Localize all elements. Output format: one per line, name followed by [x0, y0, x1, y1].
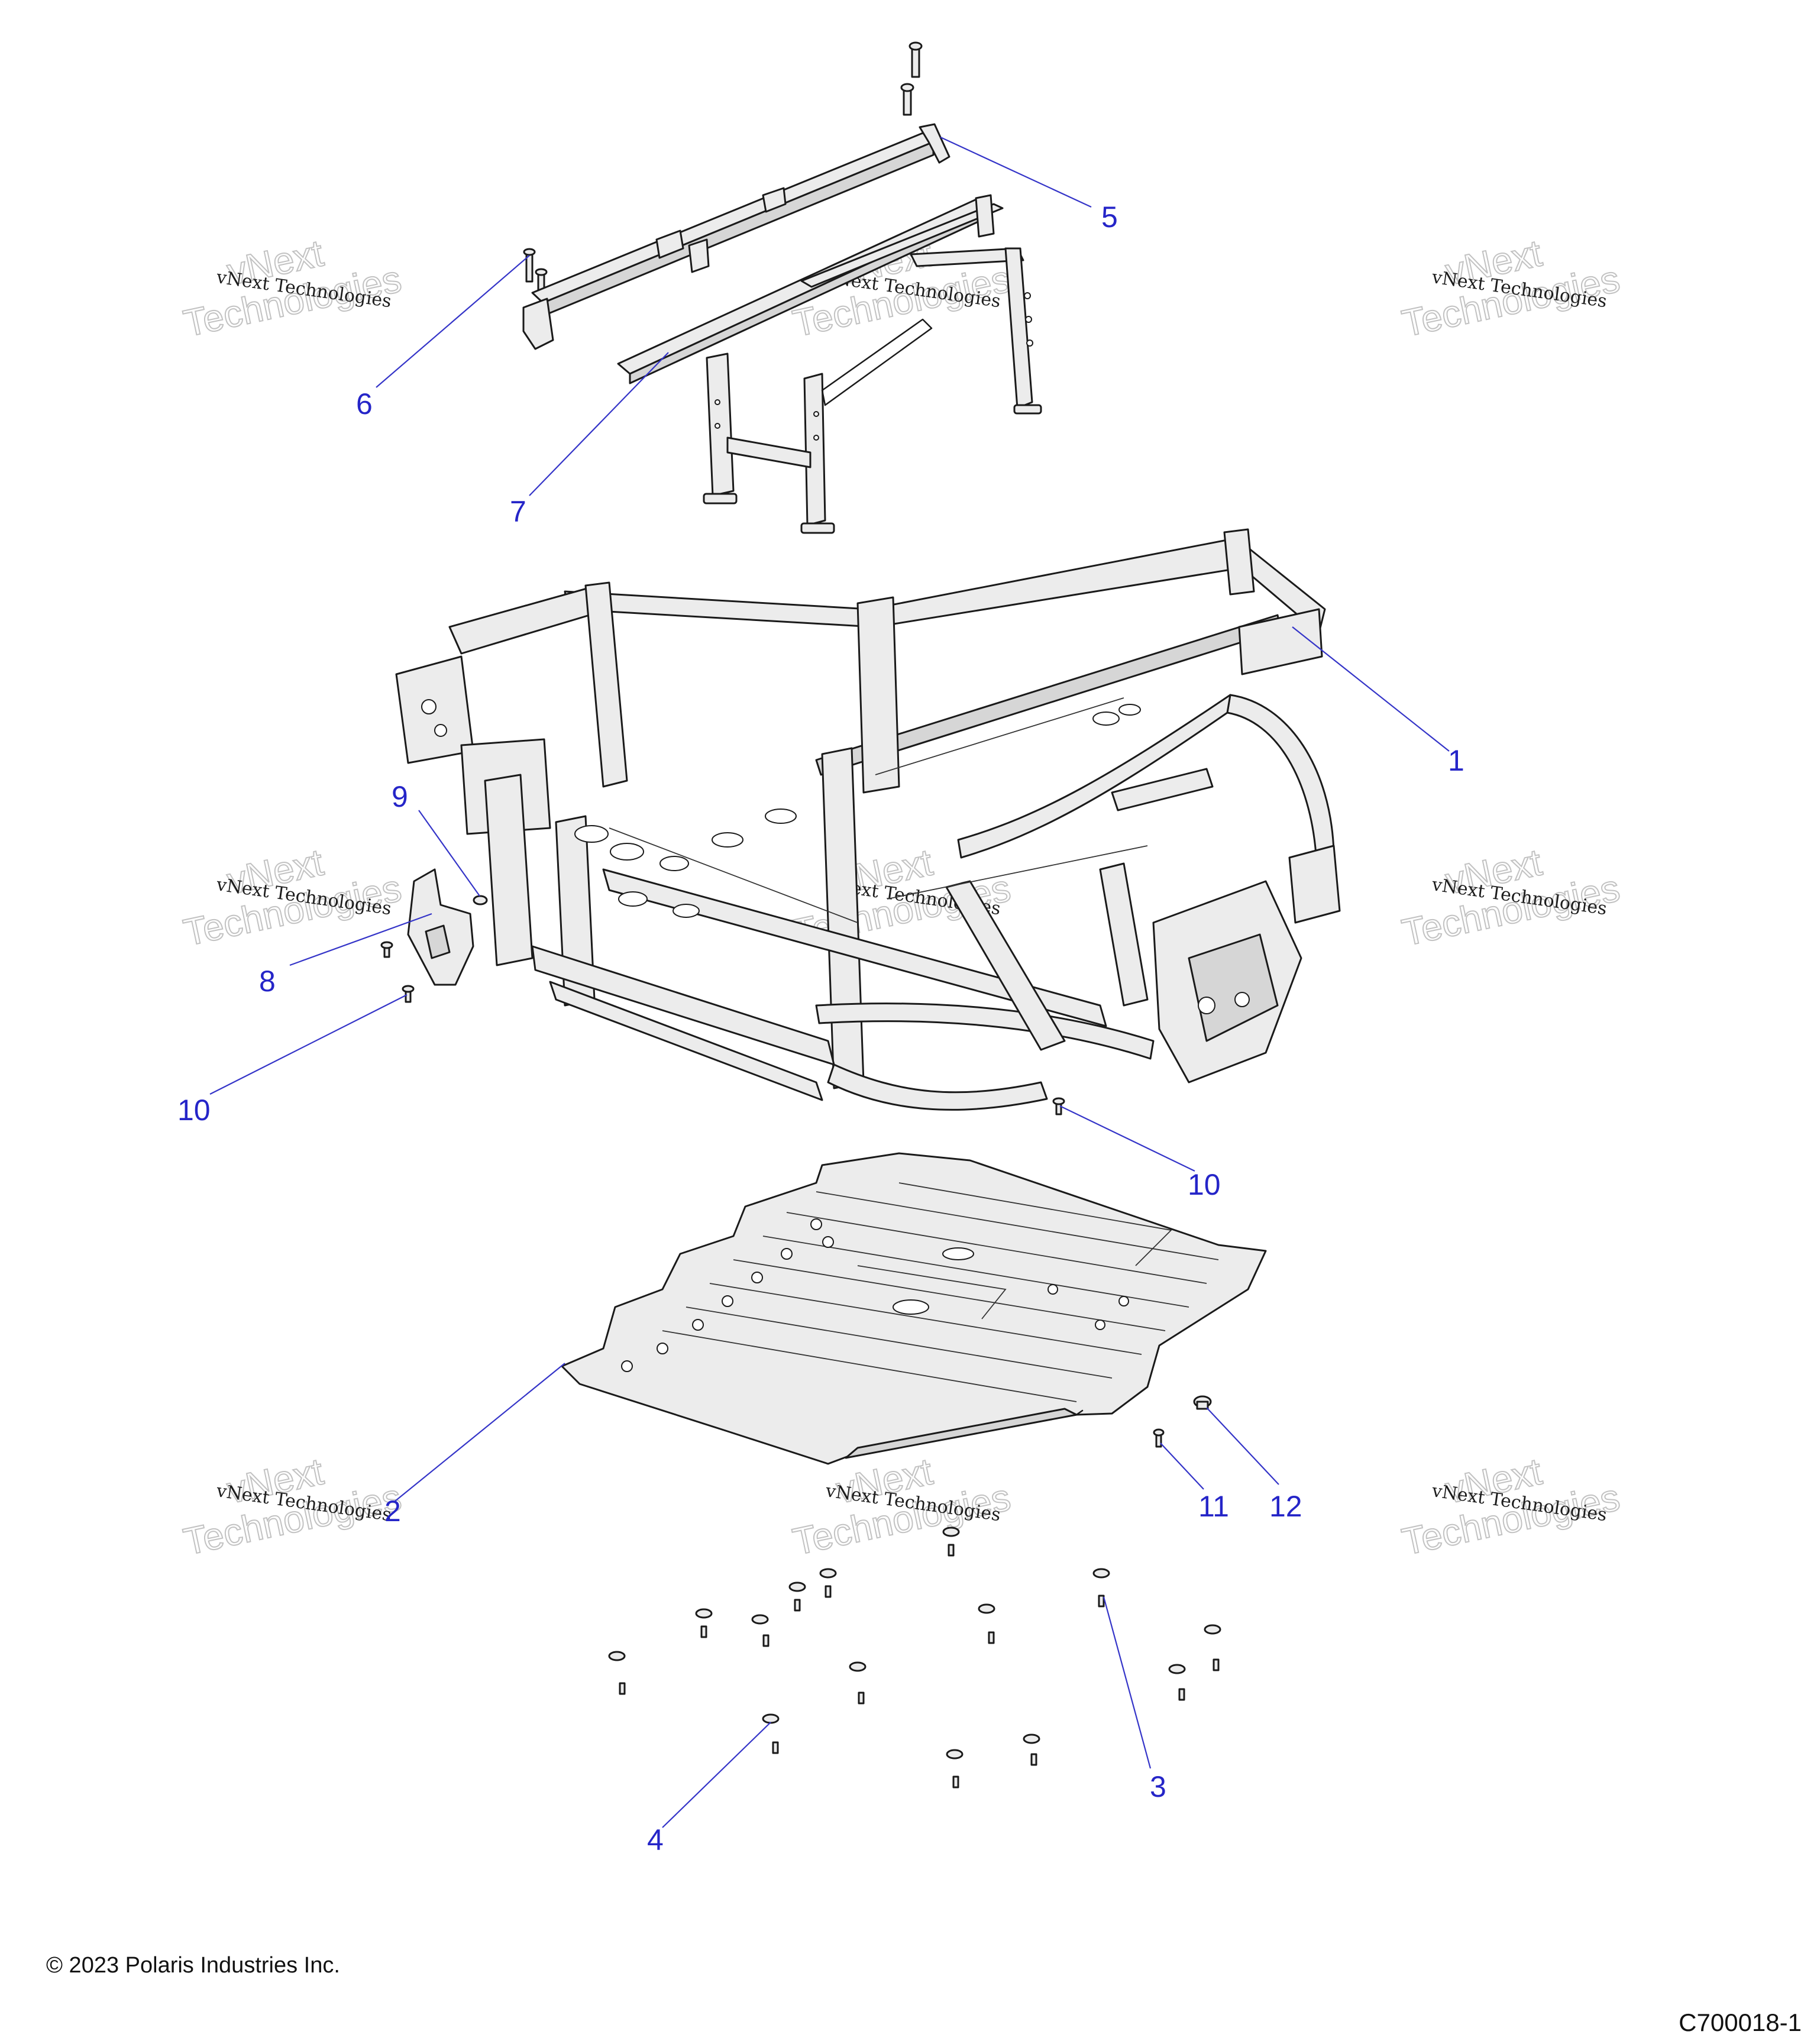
part-9-nut[interactable] — [473, 895, 488, 905]
part-8-bracket[interactable] — [407, 868, 474, 986]
leader-8 — [289, 913, 432, 966]
leader-7 — [529, 352, 669, 496]
callout-11[interactable]: 11 — [1198, 1490, 1229, 1523]
leader-9 — [418, 810, 480, 897]
drawing-id: C700018-1 — [1679, 2009, 1802, 2036]
fastener-pair — [978, 1603, 995, 1644]
frame-floor-holes — [421, 699, 1250, 1014]
callout-12[interactable]: 12 — [1269, 1490, 1302, 1523]
leader-11 — [1160, 1443, 1204, 1490]
part-10-screw-left[interactable] — [402, 985, 415, 1003]
callout-2[interactable]: 2 — [384, 1495, 401, 1528]
fastener-pair — [942, 1526, 960, 1557]
callout-6[interactable]: 6 — [356, 387, 373, 421]
skid-plate-holes — [621, 1218, 1129, 1372]
part-5-bolts[interactable] — [900, 41, 923, 116]
part-1-main-frame[interactable] — [395, 528, 1341, 1111]
part-10-screw-left-b[interactable] — [380, 941, 393, 958]
leader-10b — [1059, 1105, 1195, 1172]
fastener-pair — [1168, 1664, 1186, 1701]
leader-12 — [1206, 1407, 1279, 1485]
callout-1[interactable]: 1 — [1448, 744, 1464, 777]
leader-3 — [1103, 1596, 1152, 1769]
part-5-upper-cross-tube[interactable] — [522, 123, 950, 350]
copyright-text: © 2023 Polaris Industries Inc. — [46, 1953, 340, 1978]
leader-2 — [395, 1363, 565, 1502]
callout-4[interactable]: 4 — [647, 1823, 664, 1857]
fastener-pair — [608, 1651, 626, 1695]
callout-9[interactable]: 9 — [392, 780, 408, 813]
callout-3[interactable]: 3 — [1150, 1770, 1166, 1803]
part-7-seat-frame[interactable] — [617, 194, 1042, 534]
fastener-pair — [819, 1568, 837, 1598]
callout-7[interactable]: 7 — [510, 495, 526, 528]
part-12-nut[interactable] — [1193, 1395, 1212, 1410]
fastener-pair — [1092, 1568, 1110, 1608]
fastener-pair — [946, 1749, 964, 1789]
part-10-screw-right[interactable] — [1052, 1097, 1065, 1115]
callout-10-right[interactable]: 10 — [1188, 1168, 1221, 1201]
part-2-skid-plate[interactable] — [561, 1152, 1267, 1465]
fastener-pair — [762, 1713, 780, 1754]
callout-numbers: 1 2 3 4 5 6 7 8 9 10 10 11 12 — [177, 200, 1464, 1857]
fastener-pair — [1023, 1733, 1040, 1766]
leader-1 — [1292, 626, 1450, 752]
part-6-bolts[interactable] — [523, 248, 548, 298]
leader-4 — [662, 1722, 771, 1828]
callout-10-left[interactable]: 10 — [177, 1094, 211, 1127]
leader-6 — [376, 255, 530, 388]
leader-10a — [209, 994, 408, 1095]
fastener-pair — [751, 1614, 770, 1647]
fastener-pair — [695, 1608, 713, 1638]
fastener-pair — [1204, 1624, 1221, 1671]
leader-5 — [940, 137, 1092, 208]
leader-lines — [209, 137, 1450, 1828]
part-3-4-fastener-set[interactable] — [608, 1526, 1221, 1789]
fastener-pair — [788, 1581, 806, 1612]
callout-5[interactable]: 5 — [1101, 200, 1118, 234]
callout-8[interactable]: 8 — [259, 965, 276, 998]
fastener-pair — [849, 1661, 867, 1705]
part-11-screw[interactable] — [1153, 1428, 1165, 1448]
